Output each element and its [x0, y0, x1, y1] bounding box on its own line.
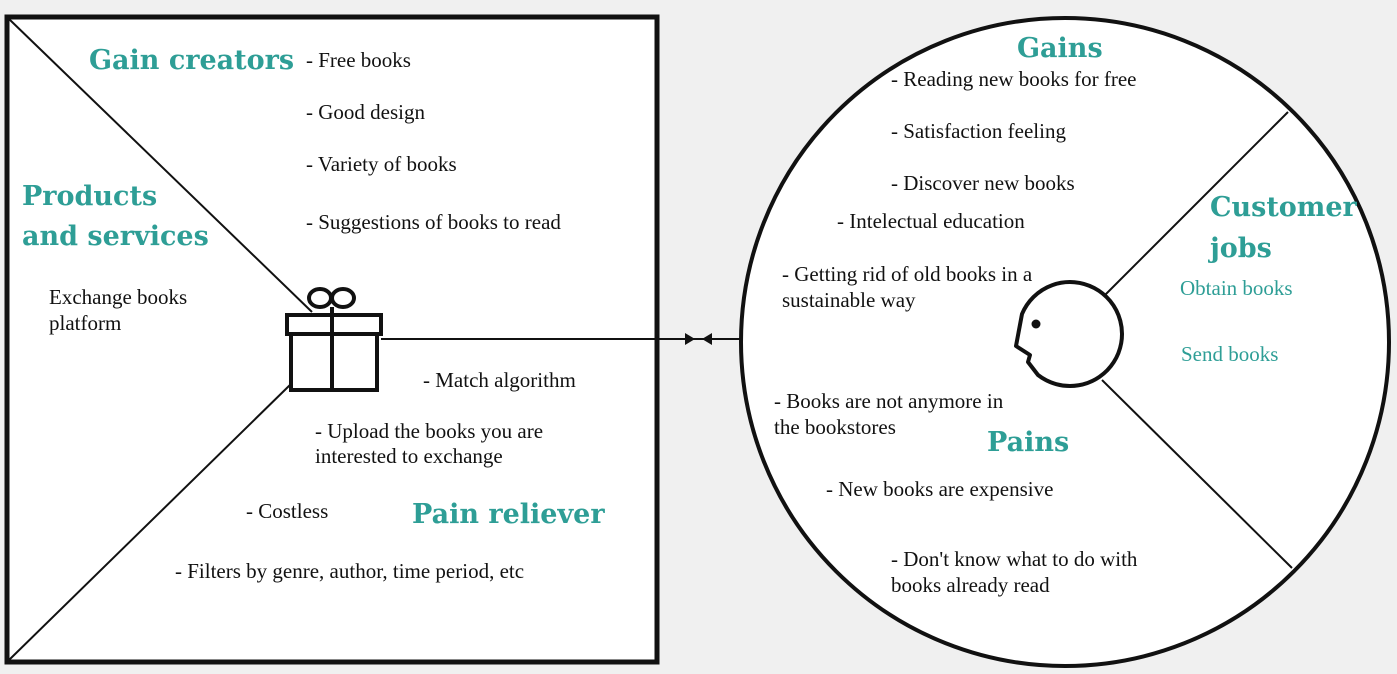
pain-reliever-item: - Upload the books you are: [315, 419, 544, 443]
pain-reliever-item: - Costless: [246, 499, 329, 523]
divider-lower: [1101, 379, 1293, 569]
pain-reliever-item: - Match algorithm: [423, 368, 576, 392]
arrow-right: [685, 333, 695, 345]
customer-job-item: Send books: [1181, 342, 1279, 366]
pains-heading: Pains: [987, 427, 1070, 458]
products-services-heading-line2: and services: [22, 221, 209, 252]
face-icon: [1014, 280, 1124, 389]
divider-upper: [1101, 111, 1289, 299]
gain-item: sustainable way: [782, 288, 916, 312]
gains-heading: Gains: [1017, 33, 1103, 64]
pain-item: - Don't know what to do with: [891, 547, 1138, 571]
gain-creators-heading: Gain creators: [89, 45, 295, 76]
pain-item: the bookstores: [774, 415, 896, 439]
gain-item: - Discover new books: [891, 171, 1075, 195]
gain-item: - Intelectual education: [837, 209, 1025, 233]
pain-reliever-heading: Pain reliever: [412, 499, 605, 530]
diagonal-top: [8, 18, 313, 313]
gain-item: - Satisfaction feeling: [891, 119, 1066, 143]
diagonal-bottom: [8, 382, 293, 661]
arrow-left: [702, 333, 712, 345]
gift-icon: [285, 287, 383, 392]
gain-item: - Reading new books for free: [891, 67, 1137, 91]
gain-creator-item: - Suggestions of books to read: [306, 210, 561, 234]
products-services-heading-line1: Products: [22, 181, 158, 212]
gain-creator-item: - Good design: [306, 100, 425, 124]
pain-item: - New books are expensive: [826, 477, 1054, 501]
pain-item: books already read: [891, 573, 1050, 597]
customer-jobs-heading-line1: Customer: [1210, 192, 1357, 223]
product-item-line2: platform: [49, 311, 122, 335]
pain-item: - Books are not anymore in: [774, 389, 1004, 413]
pain-reliever-item: - Filters by genre, author, time period,…: [175, 559, 525, 583]
gain-creator-item: - Variety of books: [306, 152, 457, 176]
product-item-line1: Exchange books: [49, 285, 188, 309]
gain-item: - Getting rid of old books in a: [782, 262, 1033, 286]
customer-job-item: Obtain books: [1180, 276, 1293, 300]
pain-reliever-item: interested to exchange: [315, 444, 503, 468]
customer-jobs-heading-line2: jobs: [1210, 233, 1272, 264]
gain-creator-item: - Free books: [306, 48, 411, 72]
